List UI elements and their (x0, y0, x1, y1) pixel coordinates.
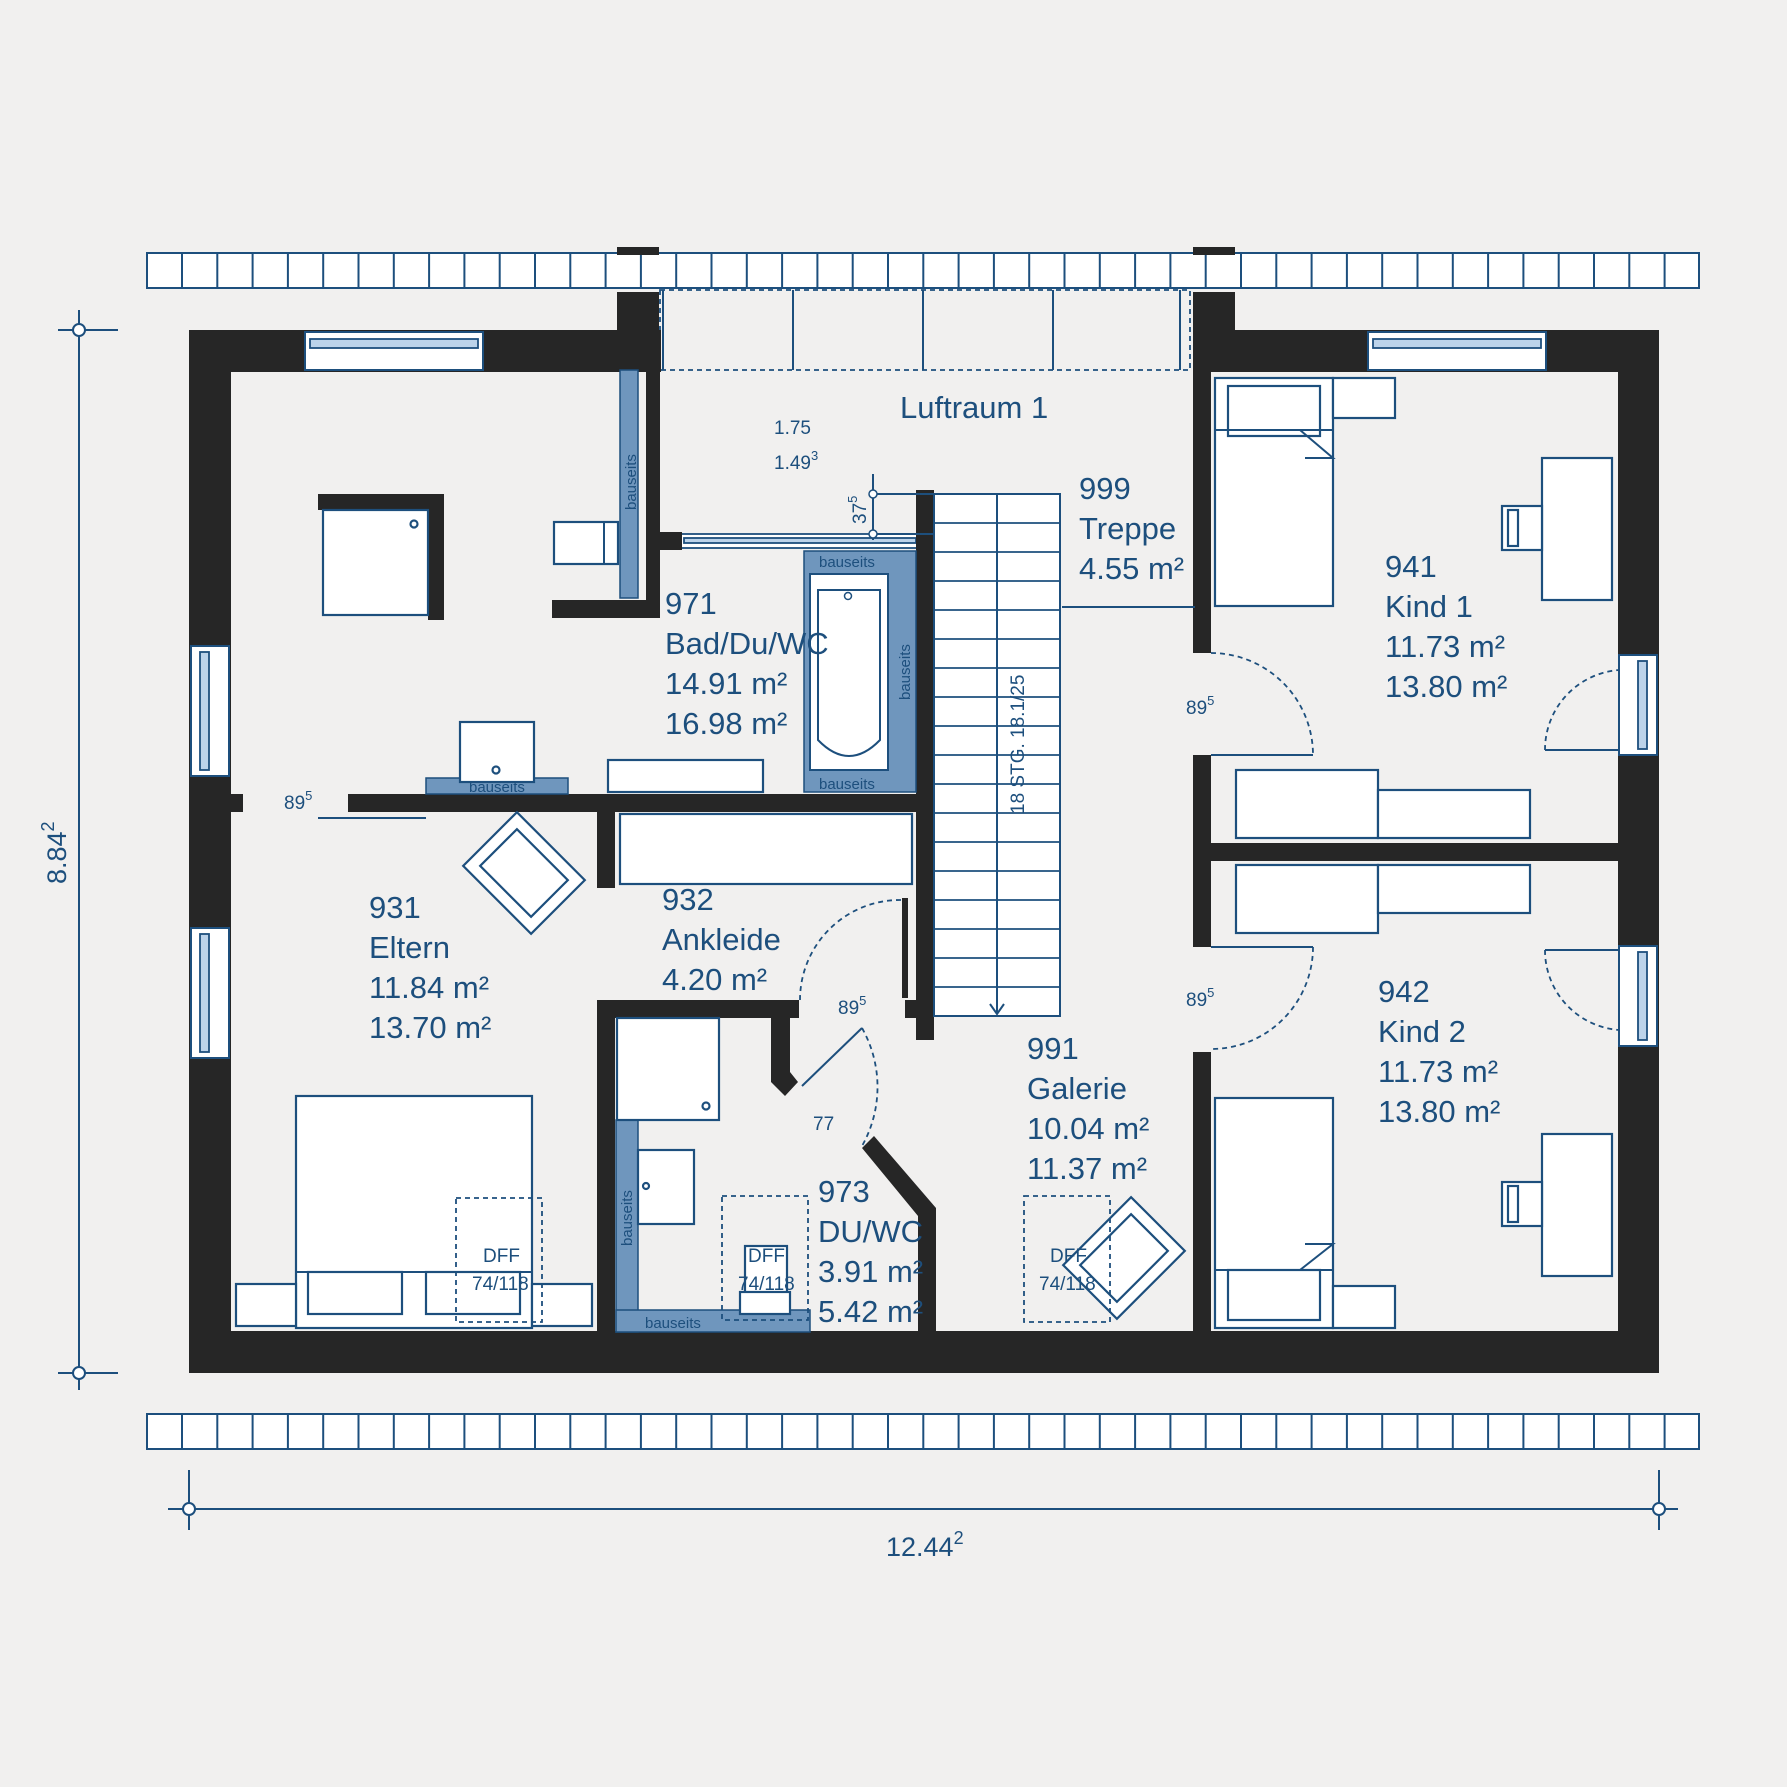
door-width-kind1-sup: 5 (1207, 693, 1214, 708)
windows (190, 331, 1658, 1059)
room-duwc-number: 973 (818, 1174, 870, 1209)
interior-walls (231, 368, 1619, 1335)
dimension-width: 12.442 (886, 1528, 964, 1562)
room-bad-number: 971 (665, 586, 717, 621)
skylight-duwc-type: DFF (748, 1246, 785, 1267)
door-width-kind1: 895 (1186, 693, 1214, 719)
window-sill-sup: 5 (845, 496, 860, 503)
bauseits-label-1: bauseits (623, 454, 640, 510)
exterior-walls (189, 247, 1659, 1373)
room-eltern-name: Eltern (369, 930, 450, 965)
height-label-1: 1.75 (774, 418, 811, 439)
skylight-eltern-size: 74/118 (472, 1274, 529, 1295)
room-duwc-area1: 3.91 m² (818, 1254, 923, 1289)
room-ankleide-area: 4.20 m² (662, 962, 767, 997)
room-kind2-area2: 13.80 m² (1378, 1094, 1500, 1129)
room-luftraum-name: Luftraum 1 (900, 390, 1048, 425)
room-bad-area2: 16.98 m² (665, 706, 787, 741)
room-kind1-area2: 13.80 m² (1385, 669, 1507, 704)
skylight-galerie-type: DFF (1050, 1246, 1087, 1267)
room-eltern-area2: 13.70 m² (369, 1010, 491, 1045)
eave-strip-top (146, 252, 1700, 289)
height-label-2: 1.493 (774, 448, 818, 474)
room-galerie-name: Galerie (1027, 1071, 1127, 1106)
room-labels: Luftraum 1 999 Treppe 4.55 m² 971 Bad/Du… (369, 390, 1507, 1329)
skylight-galerie-size: 74/118 (1039, 1274, 1096, 1295)
room-kind2-area1: 11.73 m² (1378, 1054, 1498, 1089)
dimension-depth: 8.842 (38, 821, 72, 884)
room-kind2-number: 942 (1378, 974, 1430, 1009)
room-duwc-area2: 5.42 m² (818, 1294, 923, 1329)
room-treppe-name: Treppe (1079, 511, 1176, 546)
window-sill-label: 375 (845, 496, 871, 524)
door-width-ankleide: 895 (838, 993, 866, 1019)
furniture (234, 376, 1614, 1330)
bauseits-label-2: bauseits (819, 554, 875, 571)
room-kind2-name: Kind 2 (1378, 1014, 1466, 1049)
dimension-depth-sup: 2 (38, 821, 58, 831)
bauseits-label-3: bauseits (897, 644, 914, 700)
stair (868, 474, 1195, 1017)
room-galerie-area2: 11.37 m² (1027, 1151, 1147, 1186)
room-eltern-area1: 11.84 m² (369, 970, 489, 1005)
room-bad-area1: 14.91 m² (665, 666, 787, 701)
skylight-eltern-type: DFF (483, 1246, 520, 1267)
doors (318, 652, 1620, 1147)
room-kind1-number: 941 (1385, 549, 1437, 584)
door-width-kind2-sup: 5 (1207, 985, 1214, 1000)
room-kind1-area1: 11.73 m² (1385, 629, 1505, 664)
bauseits-label-7: bauseits (645, 1315, 701, 1332)
door-width-duwc: 77 (813, 1114, 834, 1135)
room-galerie-area1: 10.04 m² (1027, 1111, 1149, 1146)
overall-dimensions: 12.442 8.842 (38, 821, 964, 1562)
room-ankleide-name: Ankleide (662, 922, 781, 957)
room-duwc-name: DU/WC (818, 1214, 923, 1249)
eave-strip-bottom (146, 1413, 1700, 1450)
bauseits-label-6: bauseits (619, 1190, 636, 1246)
bauseits-label-5: bauseits (469, 779, 525, 796)
room-ankleide-number: 932 (662, 882, 714, 917)
door-width-eltern-sup: 5 (305, 788, 312, 803)
skylight-duwc-size: 74/118 (738, 1274, 795, 1295)
installation-shafts (425, 369, 917, 1333)
room-galerie-number: 991 (1027, 1031, 1079, 1066)
door-width-eltern: 895 (284, 788, 312, 814)
bauseits-label-4: bauseits (819, 776, 875, 793)
skylights (455, 1195, 1111, 1323)
annotations: 1.75 1.493 375 18 STG. 18.1/25 895 895 8… (284, 418, 1214, 1332)
room-treppe-area: 4.55 m² (1079, 551, 1184, 586)
room-eltern-number: 931 (369, 890, 421, 925)
height-label-2-sup: 3 (811, 448, 818, 463)
stair-label: 18 STG. 18.1/25 (1008, 675, 1029, 814)
room-treppe-number: 999 (1079, 471, 1131, 506)
door-width-kind2: 895 (1186, 985, 1214, 1011)
luftraum-void (659, 289, 1191, 371)
dimension-lines (58, 310, 1678, 1530)
dimension-width-sup: 2 (954, 1528, 964, 1548)
door-width-ankleide-sup: 5 (859, 993, 866, 1008)
room-bad-name: Bad/Du/WC (665, 626, 829, 661)
room-kind1-name: Kind 1 (1385, 589, 1473, 624)
